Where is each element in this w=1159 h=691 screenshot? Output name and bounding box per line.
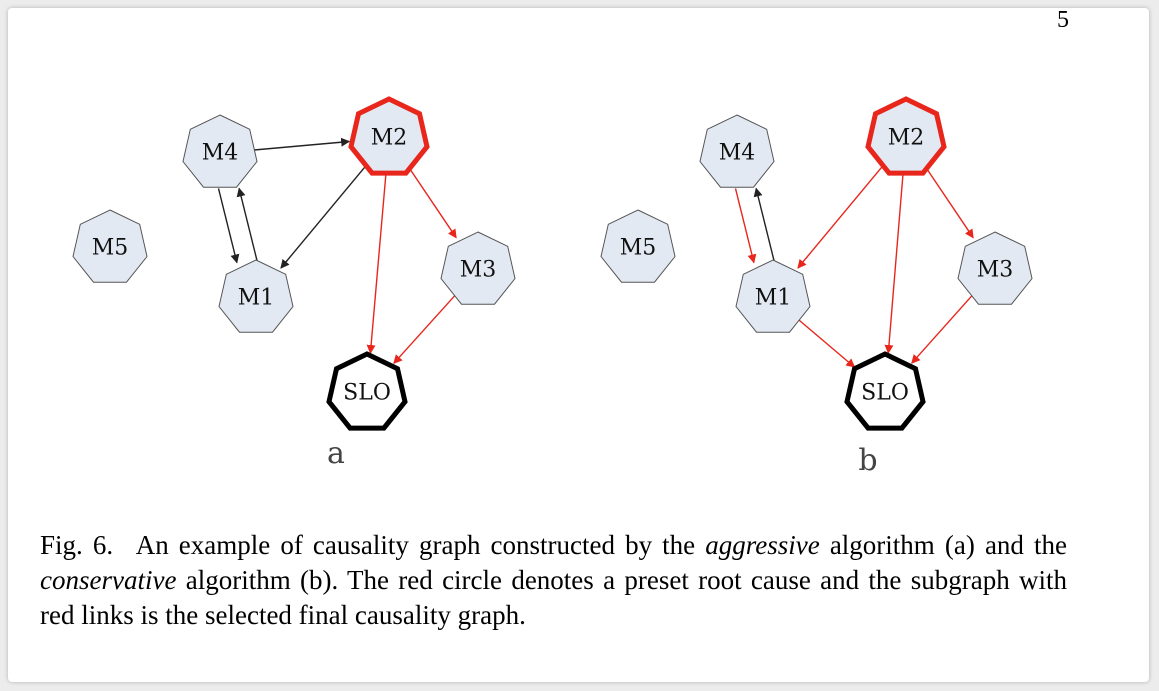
edge-m1-to-m4	[753, 187, 776, 263]
panel-label-b: b	[858, 443, 877, 478]
edge-m4-to-m1	[734, 188, 757, 264]
node-m5-label: M5	[620, 236, 657, 261]
node-slo-shape	[844, 351, 926, 431]
edge-m2-to-slo	[884, 172, 904, 354]
edge-m4-to-m1	[217, 188, 240, 264]
node-m4-label: M4	[719, 141, 756, 166]
edge-m2-to-m1	[280, 164, 368, 269]
edge-m1-to-m4	[236, 187, 259, 263]
edge-m2-to-m3	[408, 166, 457, 239]
edge-m4-to-m2	[253, 137, 351, 151]
edge-m2-to-slo	[366, 172, 387, 354]
edge-m3-to-slo	[911, 294, 973, 364]
node-slo-label: SLO	[343, 381, 391, 406]
caption-text-2: algorithm (a) and the	[819, 530, 1067, 560]
node-m4-shape	[182, 114, 258, 188]
page-number: 5	[1057, 7, 1069, 33]
node-slo-shape	[326, 351, 408, 431]
node-m2-label: M2	[888, 126, 925, 151]
node-m3-shape	[440, 231, 516, 305]
node-m1-label: M1	[755, 286, 792, 311]
figure-caption: Fig. 6. An example of causality graph co…	[40, 528, 1067, 633]
caption-emphasis-aggressive: aggressive	[705, 530, 820, 560]
edge-m3-to-slo	[393, 294, 456, 364]
edge-m2-to-m1	[797, 164, 885, 269]
node-m3-shape	[957, 231, 1033, 305]
caption-fig-label: Fig. 6.	[40, 530, 114, 560]
caption-emphasis-conservative: conservative	[40, 565, 177, 595]
node-m5-label: M5	[92, 236, 129, 261]
node-m1-shape	[735, 259, 811, 333]
node-m2-shape	[865, 96, 947, 176]
node-slo-label: SLO	[861, 381, 909, 406]
node-m3-label: M3	[460, 258, 497, 283]
edge-m1-to-slo	[798, 319, 856, 368]
caption-text-3: algorithm (b). The red circle denotes a …	[40, 565, 1067, 630]
panel-label-a: a	[327, 436, 345, 471]
node-m4-shape	[699, 114, 775, 188]
edge-m2-to-m3	[925, 166, 974, 239]
caption-text-1: An example of causality graph constructe…	[135, 530, 706, 560]
node-m5-shape	[600, 209, 676, 283]
node-m5-shape	[72, 209, 148, 283]
node-m2-label: M2	[371, 126, 408, 151]
node-m4-label: M4	[202, 141, 239, 166]
node-m1-label: M1	[238, 286, 275, 311]
node-m2-shape	[348, 96, 430, 176]
node-m1-shape	[218, 259, 294, 333]
node-m3-label: M3	[977, 258, 1014, 283]
